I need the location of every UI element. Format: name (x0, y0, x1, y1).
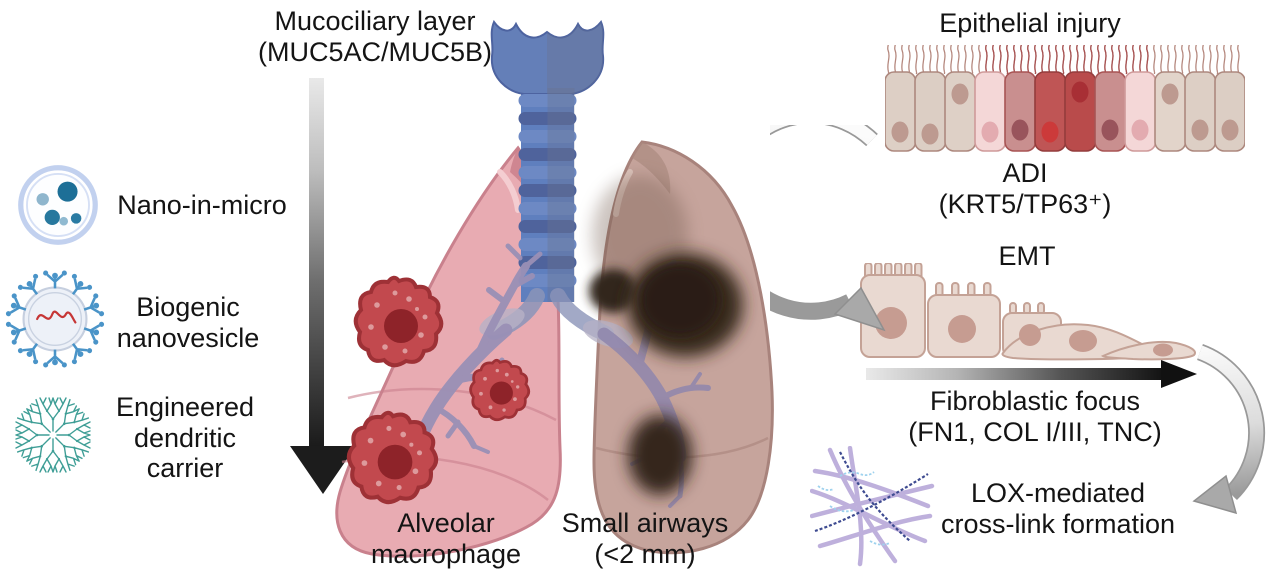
emt-nuclei (875, 307, 1173, 357)
epithelium-illustration (885, 45, 1245, 152)
adi-label: ADI (KRT5/TP63⁺) (938, 158, 1112, 219)
fibroblastic-arrow-shaft (866, 368, 1166, 380)
collagen-fiber-illustration (810, 446, 935, 567)
fibrotic-patches (589, 253, 743, 495)
emt-label: EMT (998, 241, 1056, 271)
biogenic-nanovesicle-icon (4, 269, 106, 369)
larynx (490, 19, 605, 95)
epithelial-injury-label: Epithelial injury (939, 8, 1121, 38)
epithelial-cells (885, 71, 1245, 152)
nano-in-micro-icon (18, 165, 98, 245)
lox-crosslink-label: LOX-mediated cross-link formation (940, 478, 1176, 539)
mucociliary-layer-label: Mucociliary layer (MUC5AC/MUC5B) (257, 6, 492, 67)
fibroblastic-arrow-head (1161, 360, 1197, 388)
legend-label-dendritic-carrier: Engineered dendritic carrier (115, 392, 255, 483)
engineered-dendritic-carrier-icon (15, 397, 91, 473)
alveolar-macrophage-label: Alveolar macrophage (370, 508, 522, 569)
small-airways-label: Small airways (<2 mm) (561, 508, 729, 569)
lungs-illustration (335, 19, 774, 558)
legend-label-biogenic-nanovesicle: Biogenic nanovesicle (116, 292, 260, 353)
deposition-arrow-shaft (309, 78, 324, 448)
focus-to-lox-arrow (1192, 344, 1266, 515)
injury-to-emt-arrow (770, 125, 886, 332)
trachea-rings (518, 94, 577, 287)
legend-label-nano-in-micro: Nano-in-micro (117, 190, 287, 220)
fibroblastic-focus-label: Fibroblastic focus (FN1, COL I/III, TNC) (908, 386, 1162, 447)
epithelial-nuclei (891, 81, 1239, 145)
emt-illustration (860, 263, 1196, 361)
injured-cilia (980, 45, 1150, 74)
